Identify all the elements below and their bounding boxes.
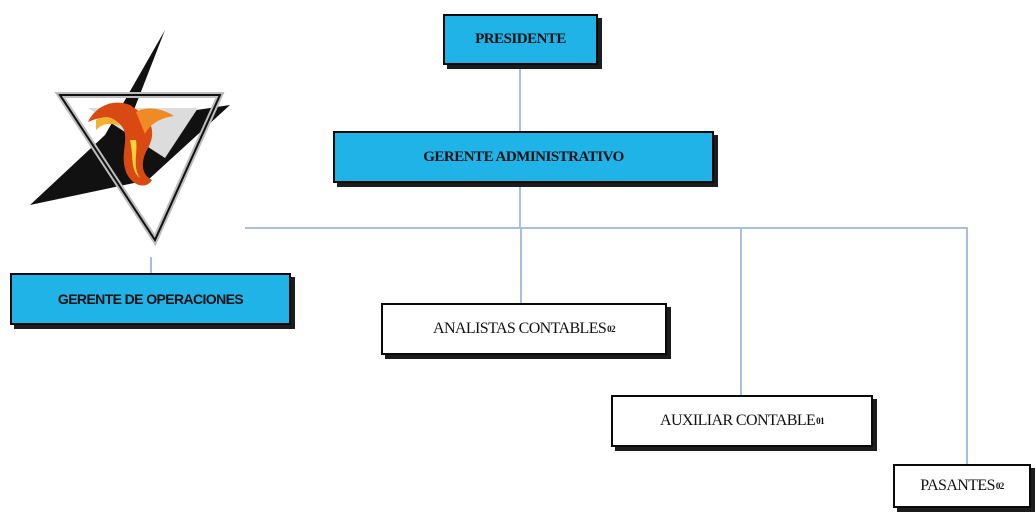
accounting-assistant-label: AUXILIAR CONTABLE [660, 412, 816, 429]
interns-count: 02 [995, 481, 1004, 491]
president-label: PRESIDENTE [475, 31, 566, 47]
accounting-analysts-count: 02 [607, 324, 615, 334]
connector-to-assistant [740, 228, 742, 395]
accounting-assistant-count: 01 [816, 416, 824, 426]
operations-manager-label: GERENTE DE OPERACIONES [57, 291, 244, 307]
connector-to-operations [150, 257, 152, 273]
president-box: PRESIDENTE [443, 14, 598, 65]
operations-manager-box: GERENTE DE OPERACIONES [10, 273, 291, 325]
phoenix-star-logo-icon [30, 30, 230, 247]
connector-admin-bus [519, 183, 521, 229]
admin-manager-label: GERENTE ADMINISTRATIVO [423, 148, 624, 165]
interns-label: PASANTES [920, 477, 995, 494]
accounting-analysts-label: ANALISTAS CONTABLES [433, 320, 607, 337]
connector-horizontal-bus [245, 227, 968, 229]
connector-president-admin [519, 65, 521, 131]
admin-manager-box: GERENTE ADMINISTRATIVO [333, 131, 714, 183]
connector-to-analysts [520, 228, 522, 303]
connector-to-interns [966, 228, 968, 464]
